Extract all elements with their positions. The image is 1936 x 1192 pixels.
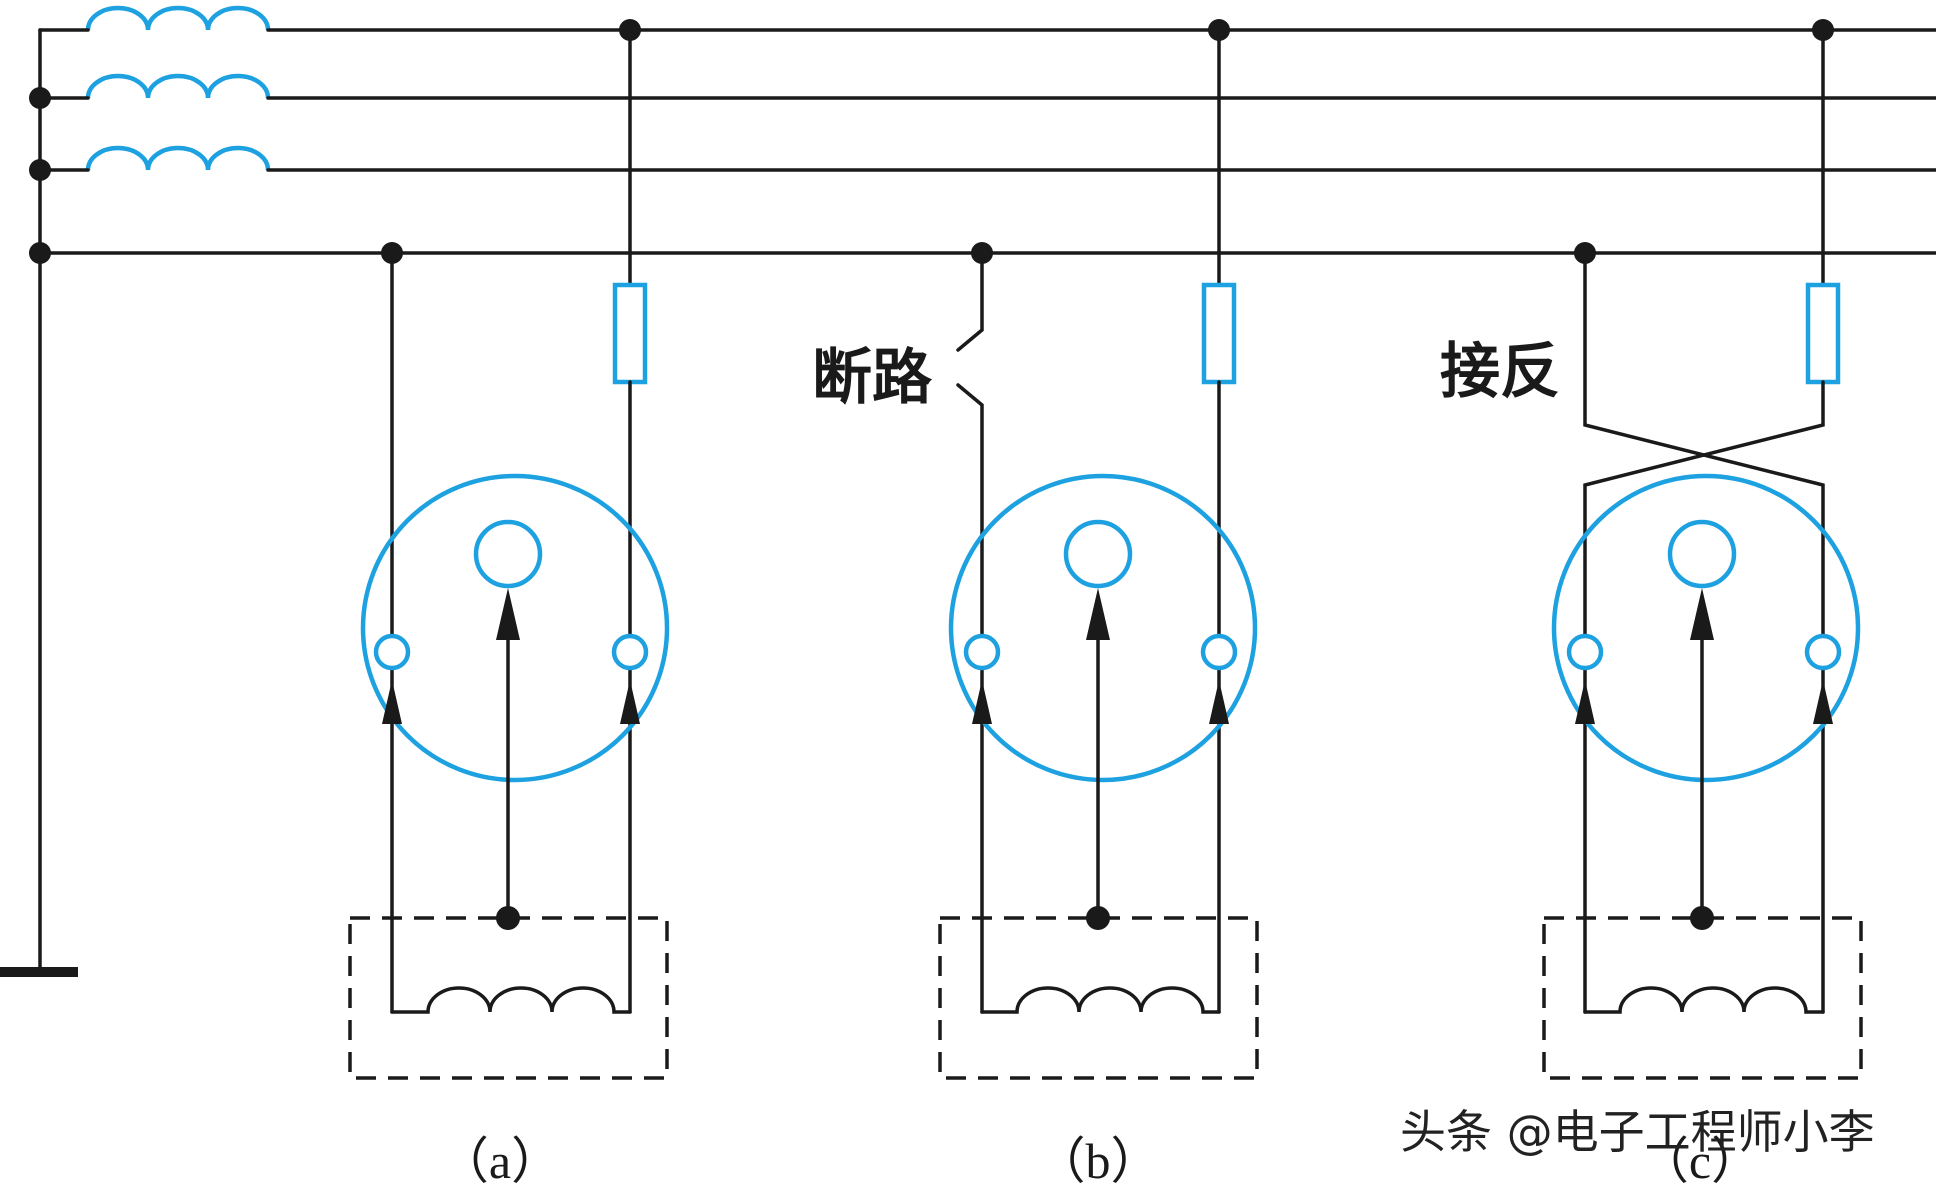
caption-b: （b）: [1036, 1133, 1161, 1189]
broken-neutral: [956, 251, 984, 1014]
socket-neutral-hole: [1566, 633, 1604, 671]
appliance-winding: [980, 986, 1221, 1014]
neutral-crossed: [1583, 251, 1825, 1014]
socket-neutral-hole: [963, 633, 1001, 671]
appliance-enclosure: [938, 916, 1259, 1080]
socket-outline: [1551, 473, 1861, 783]
socket-earth-hole: [1063, 519, 1133, 589]
winding-phase-2: [85, 73, 271, 99]
appliance-enclosure: [1542, 916, 1863, 1080]
caption-c: （c）: [1639, 1133, 1761, 1189]
socket-outline: [360, 473, 670, 783]
socket-outline: [948, 473, 1258, 783]
fuse: [1805, 282, 1841, 385]
socket-live-hole: [1804, 633, 1842, 671]
appliance-winding: [1583, 986, 1825, 1014]
panel-c: 接反 （c）: [1440, 19, 1863, 1189]
socket-live-hole: [1200, 633, 1238, 671]
winding-phase-3: [85, 145, 271, 171]
label-reversed: 接反: [1440, 337, 1560, 407]
socket-earth-hole: [1667, 519, 1737, 589]
socket-live-hole: [611, 633, 649, 671]
label-open-circuit: 断路: [812, 343, 933, 413]
caption-a: （a）: [439, 1133, 561, 1189]
socket-neutral-hole: [373, 633, 411, 671]
appliance-enclosure: [348, 916, 669, 1080]
panel-a: （a）: [348, 19, 670, 1189]
appliance-winding: [390, 986, 632, 1014]
panel-b: 断路 （b）: [812, 19, 1259, 1189]
fuse: [1201, 282, 1237, 385]
bus-lines: [0, 28, 1936, 977]
watermark: 头条 @电子工程师小李: [1400, 1105, 1875, 1159]
winding-phase-1: [85, 5, 271, 31]
fuse: [612, 282, 648, 385]
socket-earth-hole: [473, 519, 543, 589]
transformer-windings: [85, 5, 271, 171]
